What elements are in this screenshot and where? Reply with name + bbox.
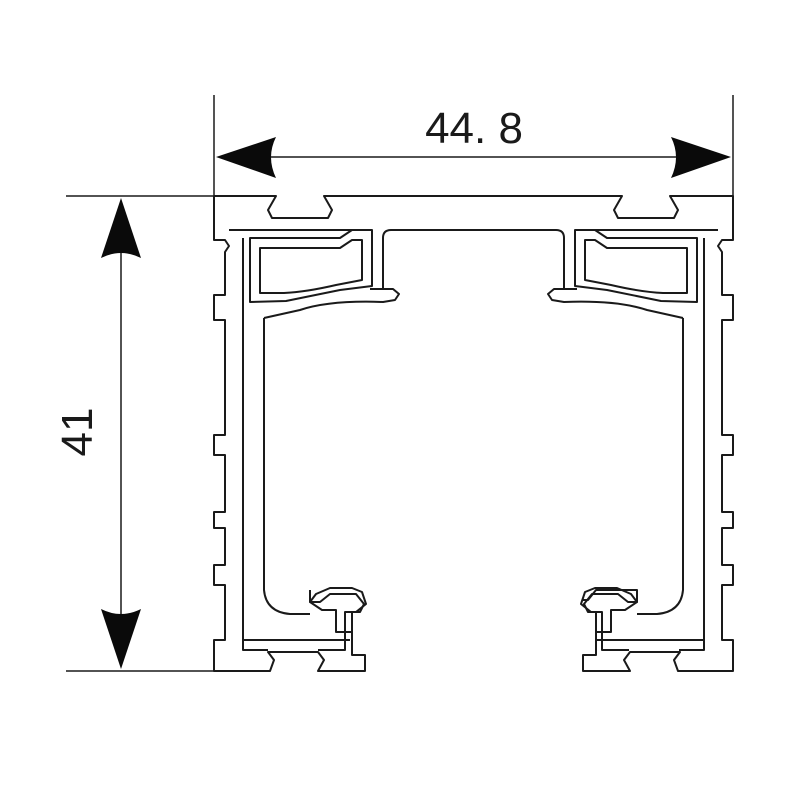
left-inner-wall — [242, 238, 400, 641]
profile-outer-outline — [214, 195, 734, 672]
width-dimension: 44. 8 — [213, 95, 734, 196]
right-top-chamber — [574, 229, 698, 303]
right-bottom-rail — [580, 587, 705, 651]
profile-outer-outline-left — [213, 196, 366, 672]
height-label: 41 — [53, 408, 102, 457]
width-arrow-right — [671, 137, 731, 178]
right-inner-wall — [547, 238, 705, 641]
width-label: 44. 8 — [425, 104, 523, 153]
width-arrow-left — [216, 137, 276, 178]
left-bottom-rail — [242, 587, 367, 651]
height-arrow-top — [101, 198, 141, 258]
height-arrow-bottom — [101, 609, 141, 669]
extrusion-profile — [213, 195, 734, 672]
left-top-chamber — [249, 229, 373, 303]
height-dimension: 41 — [53, 195, 214, 672]
central-top-channel — [382, 229, 565, 289]
